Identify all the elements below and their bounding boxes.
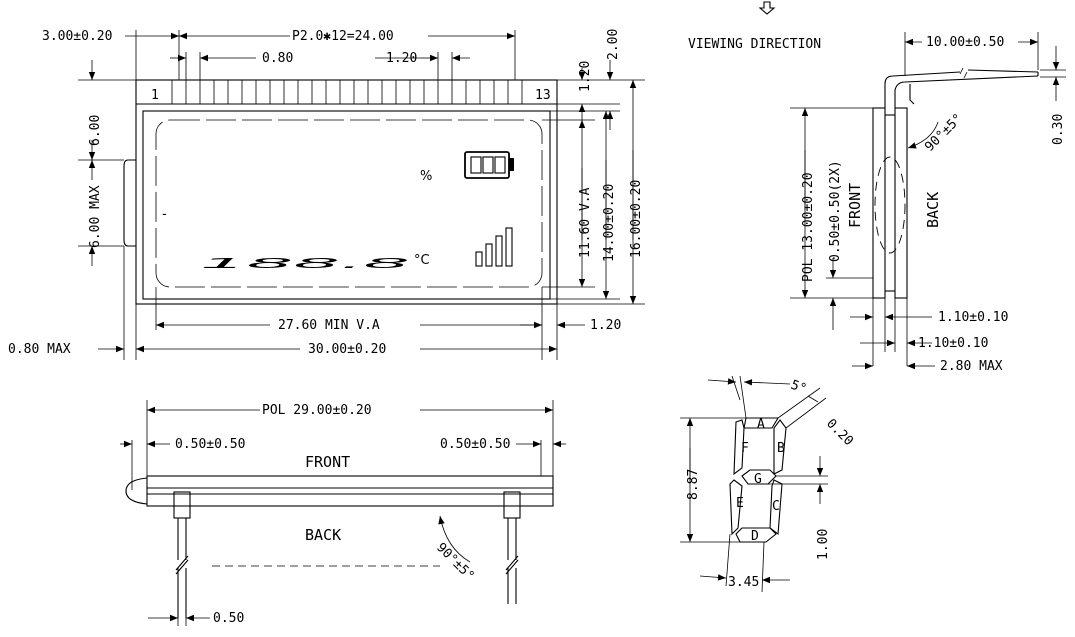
dim-top-a: 1.20 xyxy=(578,61,593,92)
dim-outer-height: 16.00±0.20 xyxy=(629,180,644,258)
segment-f xyxy=(733,419,745,476)
viewing-direction-label: VIEWING DIRECTION xyxy=(688,37,821,52)
bottom-seal xyxy=(125,477,148,505)
signal-strength-icon xyxy=(475,227,513,267)
dim-pin-width: 0.80 xyxy=(262,51,293,66)
lcd-display-content: - 188.8 % °C xyxy=(162,151,514,272)
segment-label-c: C xyxy=(772,499,780,514)
pol-outline xyxy=(874,156,906,254)
pin xyxy=(171,79,187,105)
bottom-front-label: FRONT xyxy=(305,453,350,471)
dim-pol-height: POL 13.00±0.20 xyxy=(801,172,816,282)
segment-detail: A B C D E F G 5° 0.20 8.87 1.00 3.45 xyxy=(680,375,856,593)
pin xyxy=(227,79,243,105)
pin-row xyxy=(171,79,523,105)
dim-va-height: 11.60 V.A xyxy=(578,187,593,258)
dim-segment-stroke: 0.20 xyxy=(823,416,856,449)
pin-1-label: 1 xyxy=(151,88,159,103)
pin xyxy=(283,79,299,105)
front-bottom-dimensions: 27.60 MIN V.A 1.20 0.80 MAX 30.00±0.20 xyxy=(8,246,621,360)
dim-bottom-pol-width: POL 29.00±0.20 xyxy=(262,403,372,418)
dim-segment-height: 8.87 xyxy=(686,469,701,500)
side-front-label: FRONT xyxy=(846,183,864,228)
dim-left-lower: 6.00 MAX xyxy=(88,185,103,248)
pin-13-label: 13 xyxy=(535,88,551,103)
dim-bottom-right-offset: 0.50±0.50 xyxy=(440,437,510,452)
segment-e xyxy=(729,479,743,536)
dim-bottom-left-offset: 0.50±0.50 xyxy=(175,437,245,452)
side-bend-angle: 90°±5° xyxy=(922,111,966,155)
segment-a xyxy=(743,417,779,429)
celsius-symbol: °C xyxy=(414,253,430,268)
dim-lead-thickness: 0.30 xyxy=(1051,114,1066,145)
dim-right-margin: 1.20 xyxy=(590,318,621,333)
dim-max-thickness: 2.80 MAX xyxy=(940,359,1003,374)
segment-label-a: A xyxy=(757,417,765,432)
front-glass-plate xyxy=(872,107,886,299)
seven-segment-digits: 188.8 xyxy=(200,257,410,272)
pin xyxy=(507,79,523,105)
viewing-direction-arrow-icon xyxy=(758,1,776,15)
pin xyxy=(423,79,439,105)
dim-pin-gap: 1.20 xyxy=(386,51,417,66)
minus-sign-segment: - xyxy=(162,207,167,222)
dim-segment-width: 3.45 xyxy=(728,575,759,590)
battery-icon xyxy=(464,151,514,179)
lcd-glass-window xyxy=(142,110,551,300)
bottom-pin-left xyxy=(175,518,189,618)
pin xyxy=(367,79,383,105)
segment-label-e: E xyxy=(736,496,744,511)
segment-label-b: B xyxy=(777,441,785,456)
viewing-area xyxy=(155,119,543,288)
bottom-pin-left-head xyxy=(173,491,191,519)
pin xyxy=(451,79,467,105)
dim-lead-length: 10.00±0.50 xyxy=(926,35,1004,50)
segment-label-d: D xyxy=(751,529,759,544)
dim-va-width: 27.60 MIN V.A xyxy=(278,318,380,333)
lcd-side-seal xyxy=(123,159,136,247)
pin xyxy=(255,79,271,105)
dim-top-b: 2.00 xyxy=(606,29,621,60)
pin xyxy=(311,79,327,105)
segment-c xyxy=(769,479,783,536)
back-glass-plate xyxy=(894,107,908,299)
front-view: 1 13 - 188.8 % °C xyxy=(8,29,645,360)
bottom-back-label: BACK xyxy=(305,526,341,544)
dim-glass-b: 1.10±0.10 xyxy=(918,336,988,351)
dim-segment-gap: 1.00 xyxy=(816,529,831,560)
front-left-dimensions: 6.00 6.00 MAX xyxy=(78,60,136,266)
dim-left-offset: 3.00±0.20 xyxy=(42,29,112,44)
dim-total-width: 30.00±0.20 xyxy=(308,342,386,357)
bottom-bend-angle: 90°±5° xyxy=(433,540,477,584)
bottom-view: FRONT BACK POL 29.00±0.20 0.50±0.50 0.50… xyxy=(120,400,566,626)
dim-segment-slant: 5° xyxy=(789,378,809,397)
bottom-pin-right-head xyxy=(503,491,521,519)
segment-label-f: F xyxy=(741,441,749,456)
percent-symbol: % xyxy=(420,169,432,184)
front-right-dimensions: 1.20 2.00 11.60 V.A 14.00±0.20 16.00±0.2… xyxy=(542,29,645,305)
pin xyxy=(199,79,215,105)
dim-inner-height: 14.00±0.20 xyxy=(602,184,617,262)
dim-left-upper: 6.00 xyxy=(88,115,103,146)
dim-pin-pitch: P2.0✱12=24.00 xyxy=(292,29,394,44)
dim-glass-a: 1.10±0.10 xyxy=(938,310,1008,325)
dim-bottom-pin-width: 0.50 xyxy=(213,611,244,626)
bottom-glass-body xyxy=(146,475,554,507)
dim-pol-offset: 0.50±0.50(2X) xyxy=(828,160,843,262)
pin xyxy=(339,79,355,105)
segment-b xyxy=(773,419,787,475)
bottom-pin-right xyxy=(505,518,519,604)
pin xyxy=(479,79,495,105)
segment-label-g: G xyxy=(754,472,762,487)
front-top-dimensions: 3.00±0.20 P2.0✱12=24.00 0.80 1.20 xyxy=(42,29,516,80)
pin xyxy=(395,79,411,105)
dim-thickness: 0.80 MAX xyxy=(8,342,71,357)
side-back-label: BACK xyxy=(924,192,942,228)
side-lead xyxy=(884,71,961,108)
side-view: VIEWING DIRECTION 10.00±0.50 0.30 90°±5°… xyxy=(688,1,1066,374)
